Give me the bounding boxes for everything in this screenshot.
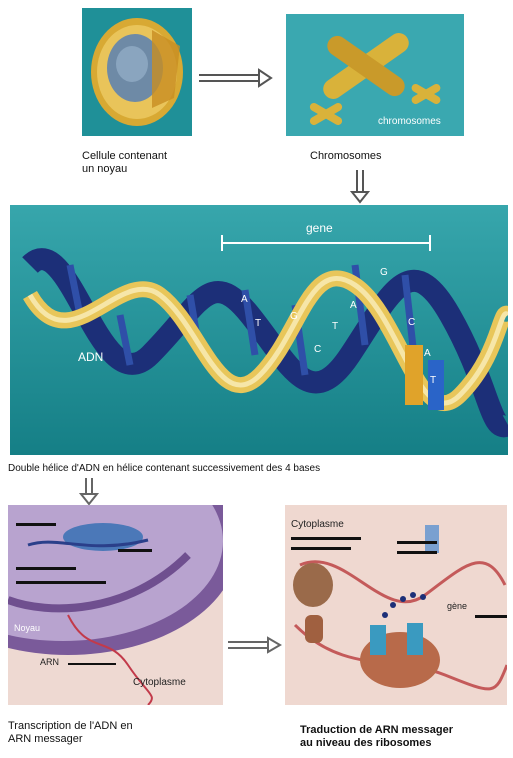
base-letter: A	[350, 300, 357, 311]
transcription-caption-line2: ARN messager	[8, 733, 133, 746]
cell-caption-line2: un noyau	[82, 163, 167, 176]
translation-panel: Cytoplasme gène	[285, 505, 507, 705]
base-letter: A	[241, 294, 248, 305]
label-line	[16, 567, 76, 570]
translation-caption-line2: au niveau des ribosomes	[300, 737, 453, 750]
label-line	[475, 615, 507, 618]
label-line	[118, 549, 152, 552]
transcription-caption: Transcription de l'ADN en ARN messager	[8, 720, 133, 746]
cell-caption-line1: Cellule contenant	[82, 150, 167, 163]
label-line	[16, 523, 56, 526]
cytoplasm-label: Cytoplasme	[291, 519, 344, 530]
dna-caption: Double hélice d'ADN en hélice contenant …	[8, 462, 320, 475]
dna-panel: gene ADN A T G C T A G C A T	[10, 205, 508, 455]
label-line	[397, 551, 437, 554]
ribosome-illustration	[285, 505, 507, 705]
cell-caption: Cellule contenant un noyau	[82, 150, 167, 176]
base-letter: C	[314, 344, 321, 355]
cell-illustration	[82, 8, 192, 136]
arrow-right-icon	[228, 636, 282, 654]
base-letter: T	[255, 318, 261, 329]
gene-label: gene	[306, 221, 333, 235]
label-line	[291, 537, 361, 540]
arrow-down-icon	[78, 478, 100, 506]
label-line	[68, 663, 116, 665]
cytoplasm-label: Cytoplasme	[133, 677, 186, 688]
arn-label: ARN	[40, 657, 59, 667]
dna-helix-illustration	[10, 205, 508, 455]
chromosomes-image-label: chromosomes	[378, 116, 441, 127]
base-letter: C	[408, 317, 415, 328]
translation-caption-line1: Traduction de ARN messager	[300, 724, 453, 737]
chromosomes-panel: chromosomes	[286, 14, 464, 136]
base-letter: G	[290, 311, 298, 322]
transcription-panel: Noyau ARN Cytoplasme	[8, 505, 223, 705]
translation-caption: Traduction de ARN messager au niveau des…	[300, 724, 453, 750]
chromosomes-caption: Chromosomes	[310, 150, 382, 163]
arrow-down-icon	[349, 170, 371, 204]
label-line	[291, 547, 351, 550]
noyau-label: Noyau	[14, 623, 40, 633]
label-line	[16, 581, 106, 584]
nucleus-illustration	[8, 505, 223, 705]
transcription-caption-line1: Transcription de l'ADN en	[8, 720, 133, 733]
base-letter: T	[430, 375, 436, 386]
arrow-right-icon	[199, 68, 273, 88]
label-line	[397, 541, 437, 544]
gene-label: gène	[447, 601, 467, 611]
base-letter: T	[332, 321, 338, 332]
cell-panel	[82, 8, 192, 136]
adn-label: ADN	[78, 350, 103, 364]
base-letter: A	[424, 348, 431, 359]
base-letter: G	[380, 267, 388, 278]
